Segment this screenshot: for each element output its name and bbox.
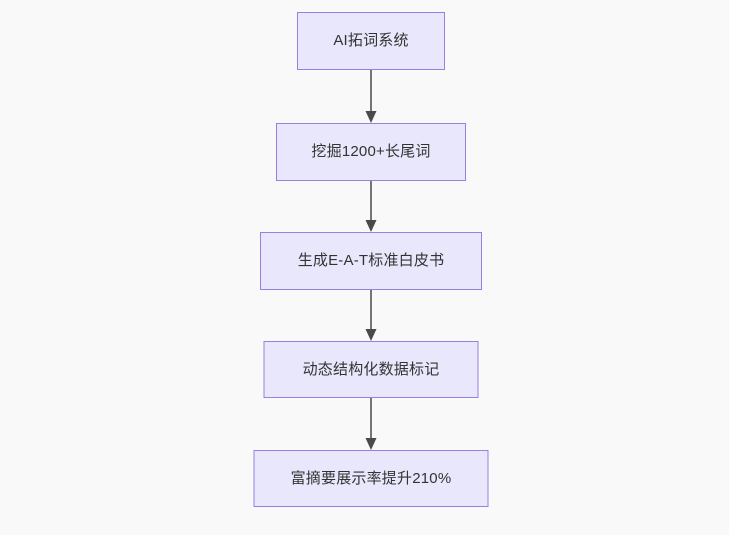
flow-node-eat-whitepaper[interactable]: 生成E-A-T标准白皮书 [260,232,482,290]
flow-arrow-2 [365,181,377,232]
flow-node-label: 富摘要展示率提升210% [290,469,452,487]
flow-node-label: AI拓词系统 [333,32,409,49]
flow-arrow-1 [365,70,377,123]
flow-node-label: 动态结构化数据标记 [302,360,440,378]
flow-node-longtail-keywords[interactable]: 挖掘1200+长尾词 [276,123,466,181]
flow-node-structured-data-markup[interactable]: 动态结构化数据标记 [263,341,479,398]
flow-arrow-4 [365,398,377,450]
flow-node-rich-snippet-result[interactable]: 富摘要展示率提升210% [253,450,489,507]
flow-node-label: 生成E-A-T标准白皮书 [297,252,445,269]
flow-arrow-3 [365,290,377,341]
flow-node-label: 挖掘1200+长尾词 [311,143,431,160]
flow-node-ai-keyword-system[interactable]: AI拓词系统 [297,12,445,70]
